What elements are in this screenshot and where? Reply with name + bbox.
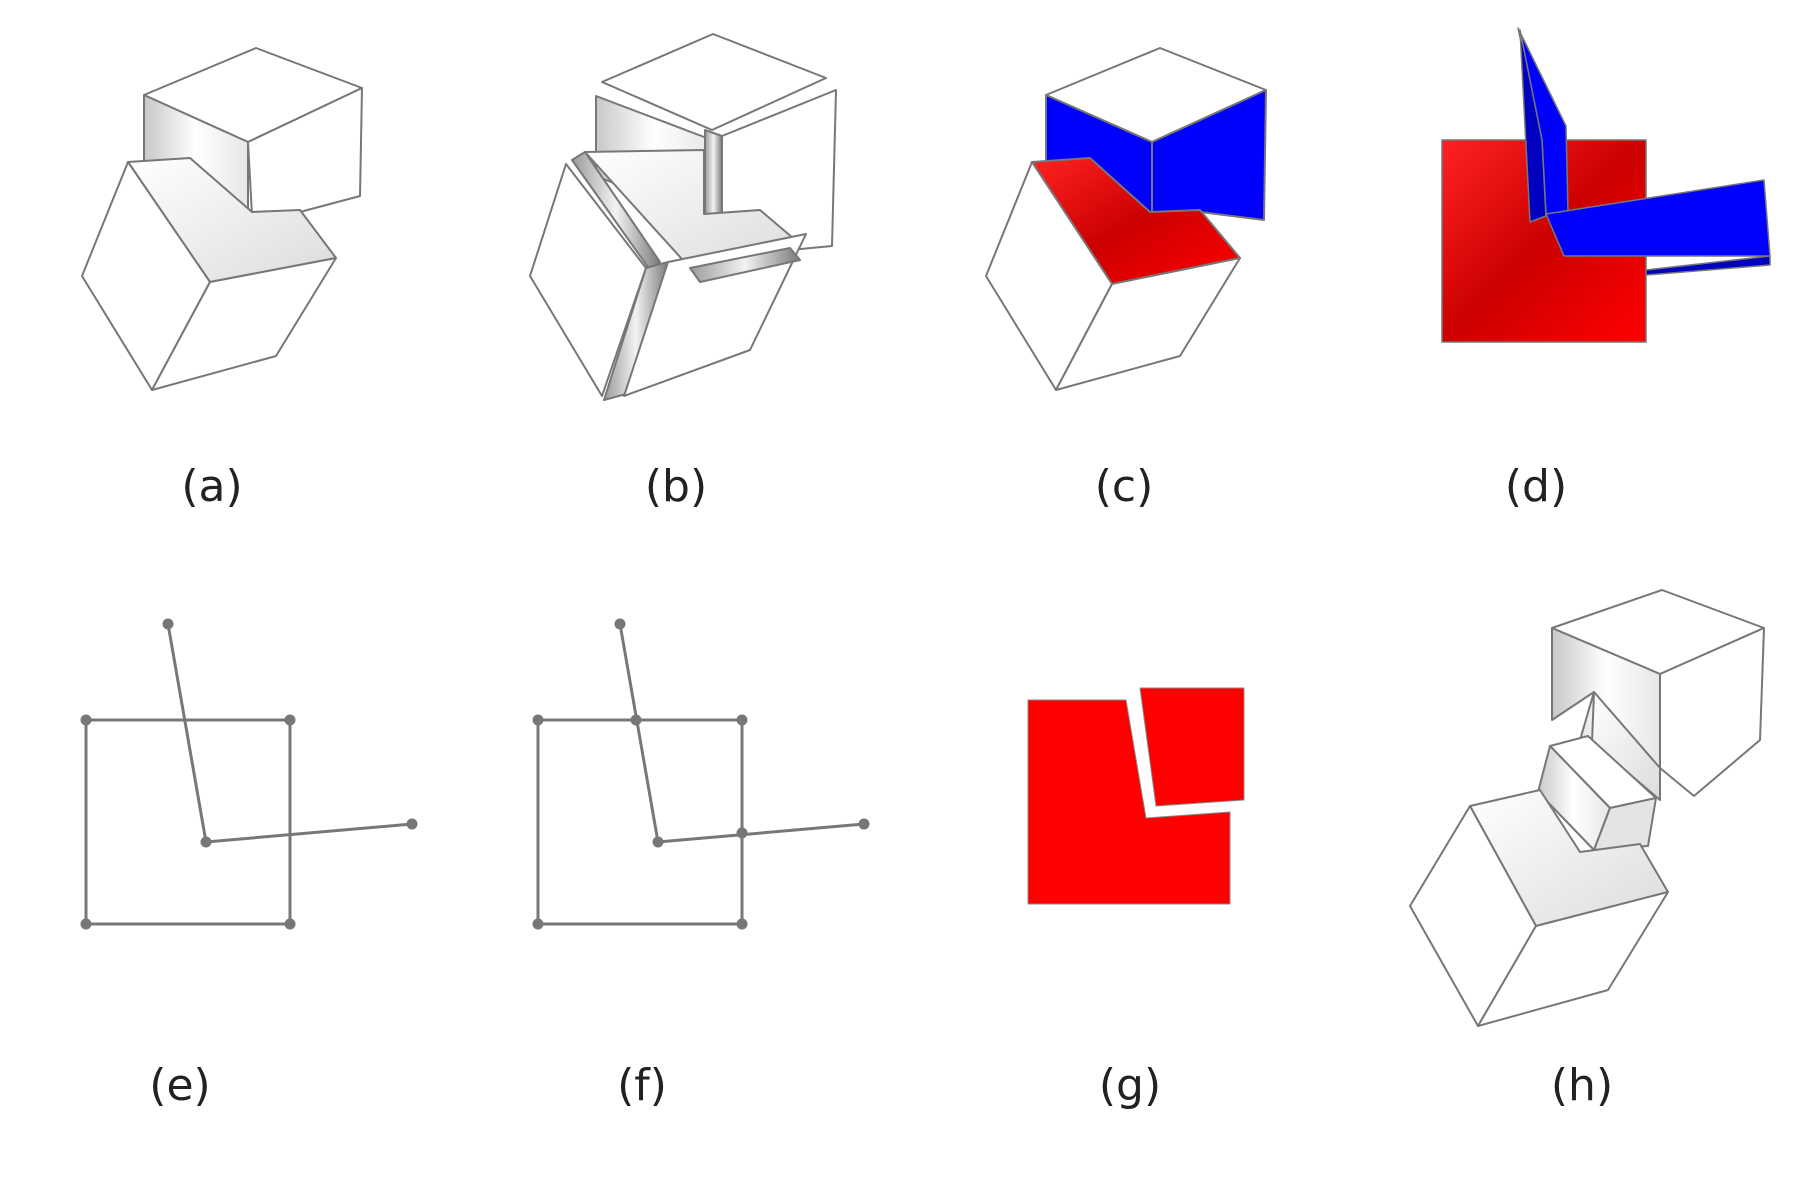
panel-c-illustration xyxy=(985,47,1267,391)
panel-f-graph xyxy=(536,623,865,926)
panel-b-illustration xyxy=(529,33,837,401)
panel-e-nodes xyxy=(80,618,418,930)
panel-f-nodes xyxy=(532,618,870,930)
panel-f-label: (f) xyxy=(617,1060,667,1111)
panel-b-label: (b) xyxy=(644,461,708,512)
panel-a-illustration xyxy=(81,47,363,391)
panel-c-label: (c) xyxy=(1094,461,1154,512)
panel-g-label: (g) xyxy=(1098,1060,1162,1111)
panel-d-illustration xyxy=(1441,27,1771,343)
panel-a-label: (a) xyxy=(181,461,243,512)
panel-e-label: (e) xyxy=(149,1060,211,1111)
panel-g-illustration xyxy=(1027,687,1245,905)
panel-d-label: (d) xyxy=(1504,461,1568,512)
panel-e-graph xyxy=(84,623,413,926)
panel-h-label: (h) xyxy=(1550,1060,1614,1111)
panel-h-illustration xyxy=(1409,589,1765,1027)
